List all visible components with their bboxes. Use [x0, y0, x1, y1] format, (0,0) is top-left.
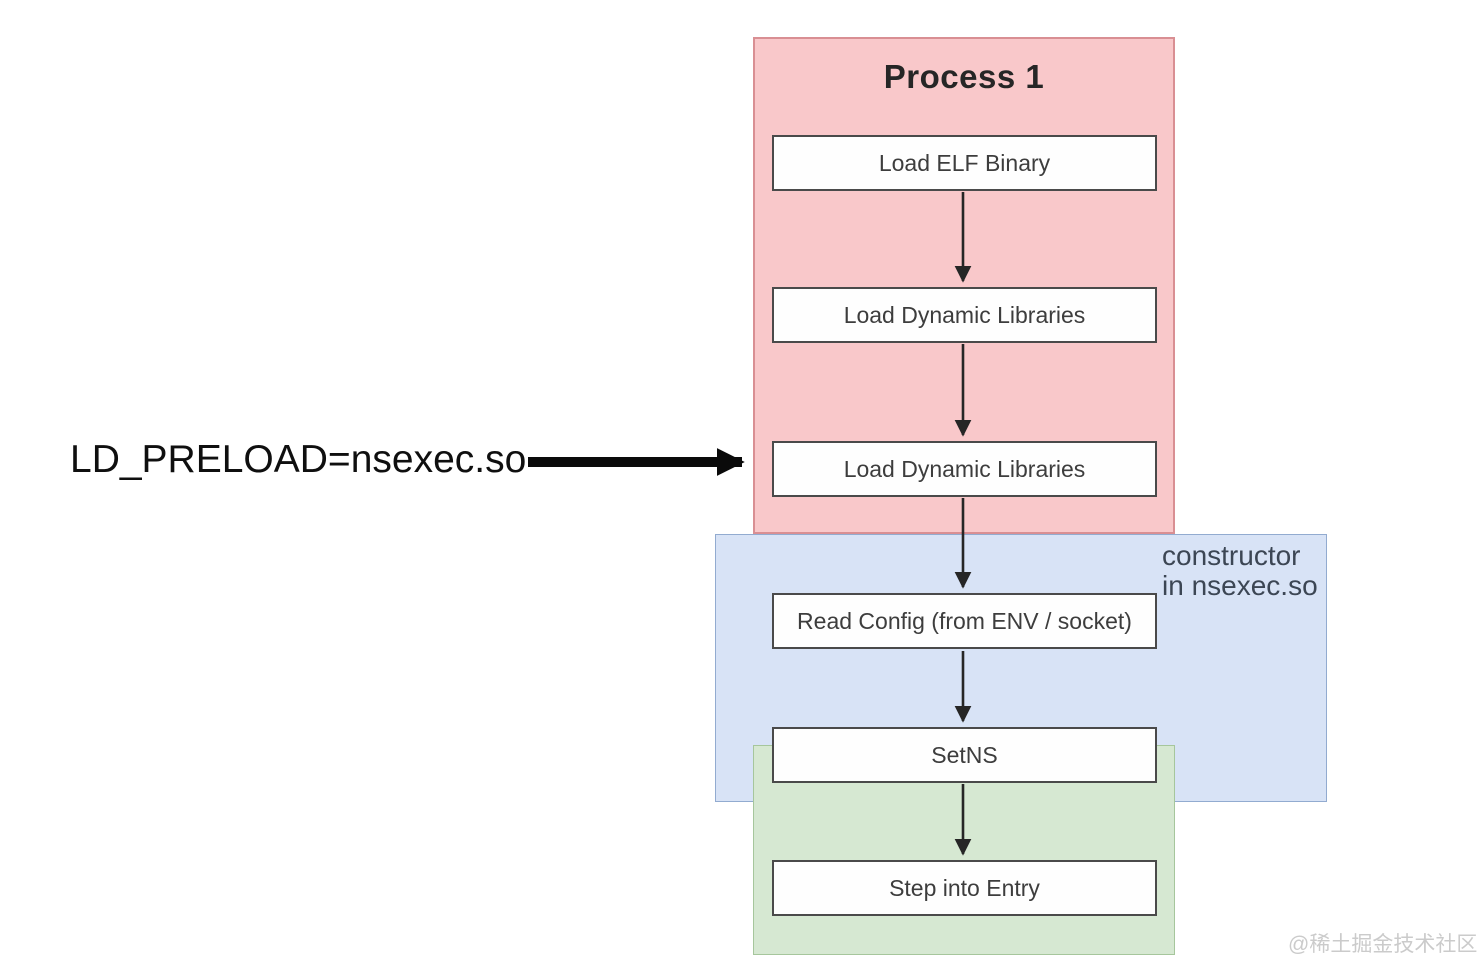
node-load-dynamic-libraries-1: Load Dynamic Libraries — [772, 287, 1157, 343]
constructor-label-line1: constructor — [1162, 540, 1301, 571]
node-step-into-entry: Step into Entry — [772, 860, 1157, 916]
watermark: @稀土掘金技术社区 — [1288, 933, 1478, 956]
constructor-label-line2: in nsexec.so — [1162, 570, 1318, 601]
process1-title: Process 1 — [883, 58, 1045, 95]
node-label: Load Dynamic Libraries — [843, 301, 1086, 328]
constructor-label: constructor in nsexec.so — [1162, 541, 1332, 601]
node-label: Read Config (from ENV / socket) — [797, 607, 1132, 634]
node-read-config: Read Config (from ENV / socket) — [772, 593, 1157, 649]
node-load-elf-binary: Load ELF Binary — [772, 135, 1157, 191]
node-label: Load Dynamic Libraries — [843, 455, 1086, 482]
node-label: Load ELF Binary — [878, 149, 1051, 176]
node-label: Step into Entry — [889, 874, 1040, 901]
node-label: SetNS — [931, 741, 998, 768]
ld-preload-label: LD_PRELOAD=nsexec.so — [70, 438, 527, 481]
node-load-dynamic-libraries-2: Load Dynamic Libraries — [772, 441, 1157, 497]
node-setns: SetNS — [772, 727, 1157, 783]
